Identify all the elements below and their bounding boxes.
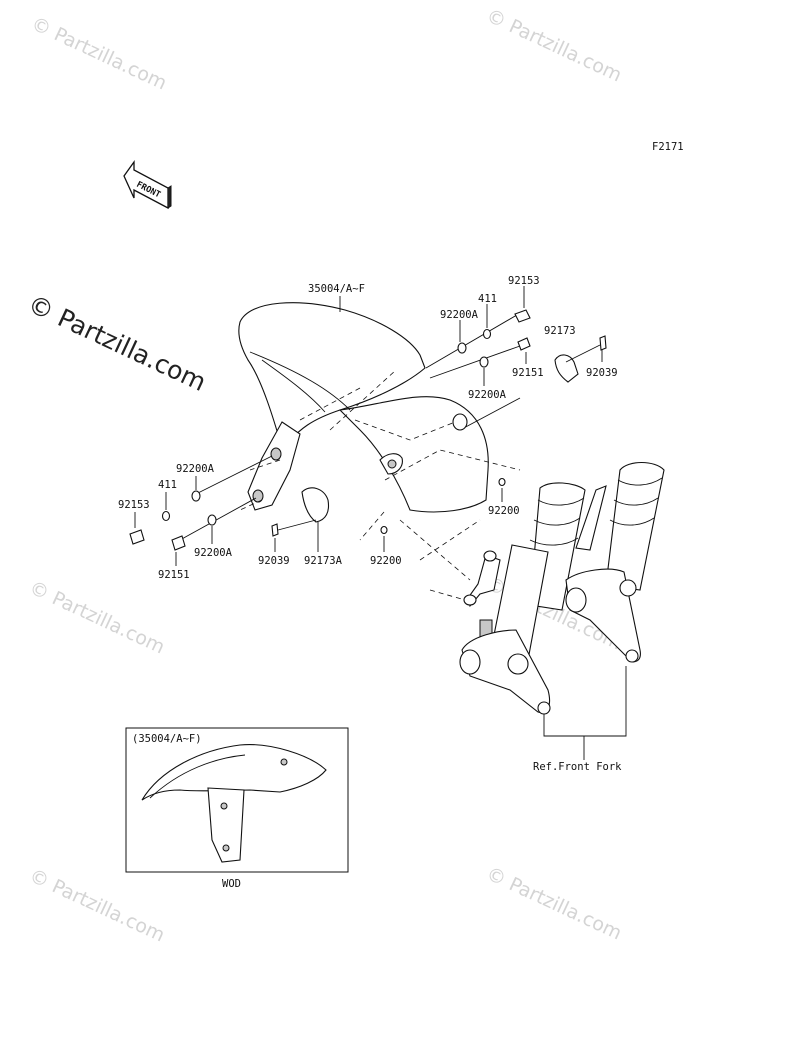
left-hardware bbox=[129, 455, 388, 566]
label-collar-top-right: 411 bbox=[478, 293, 497, 305]
label-clamp-right: 92173 bbox=[544, 325, 576, 337]
inset-caption: WOD bbox=[222, 878, 241, 890]
label-bolt-top-right: 92153 bbox=[508, 275, 540, 287]
label-washer-top-right: 92200A bbox=[440, 309, 479, 321]
label-washer-left-upper: 92200A bbox=[176, 463, 215, 475]
front-fork-reference bbox=[459, 461, 665, 760]
assembly-lines bbox=[239, 369, 521, 601]
label-clamp-left: 92173A bbox=[304, 555, 343, 567]
label-screw-right: 92039 bbox=[586, 367, 618, 379]
label-ref-front-fork: Ref.Front Fork bbox=[533, 761, 622, 773]
right-hardware bbox=[425, 286, 607, 502]
label-bolt-left-lower: 92151 bbox=[158, 569, 190, 581]
label-nut-left: 92200 bbox=[370, 555, 402, 567]
watermark-text: © Partzilla.com bbox=[483, 5, 625, 87]
label-nut-right: 92200 bbox=[488, 505, 520, 517]
watermark-text-large: © Partzilla.com bbox=[23, 289, 210, 397]
inset-panel: (35004/A~F) WOD bbox=[125, 727, 349, 890]
label-bolt-left-upper: 92153 bbox=[118, 499, 150, 511]
label-washer-left-lower: 92200A bbox=[194, 547, 233, 559]
label-collar-left: 411 bbox=[158, 479, 177, 491]
front-fender bbox=[238, 302, 489, 513]
label-fender: 35004/A~F bbox=[308, 283, 365, 295]
watermark-text: © Partzilla.com bbox=[483, 863, 625, 945]
label-washer-right-lower: 92200A bbox=[468, 389, 507, 401]
label-screw-left: 92039 bbox=[258, 555, 290, 567]
front-arrow-icon: FRONT bbox=[123, 159, 172, 210]
watermark-text: © Partzilla.com bbox=[28, 13, 170, 95]
watermark-text: © Partzilla.com bbox=[26, 865, 168, 947]
part-labels: 35004/A~F 92153 411 92200A 92173 92039 9… bbox=[118, 275, 622, 773]
label-bolt-right-lower: 92151 bbox=[512, 367, 544, 379]
diagram-code: F2171 bbox=[652, 141, 684, 153]
watermark-text: © Partzilla.com bbox=[26, 577, 168, 659]
inset-title: (35004/A~F) bbox=[132, 733, 202, 745]
